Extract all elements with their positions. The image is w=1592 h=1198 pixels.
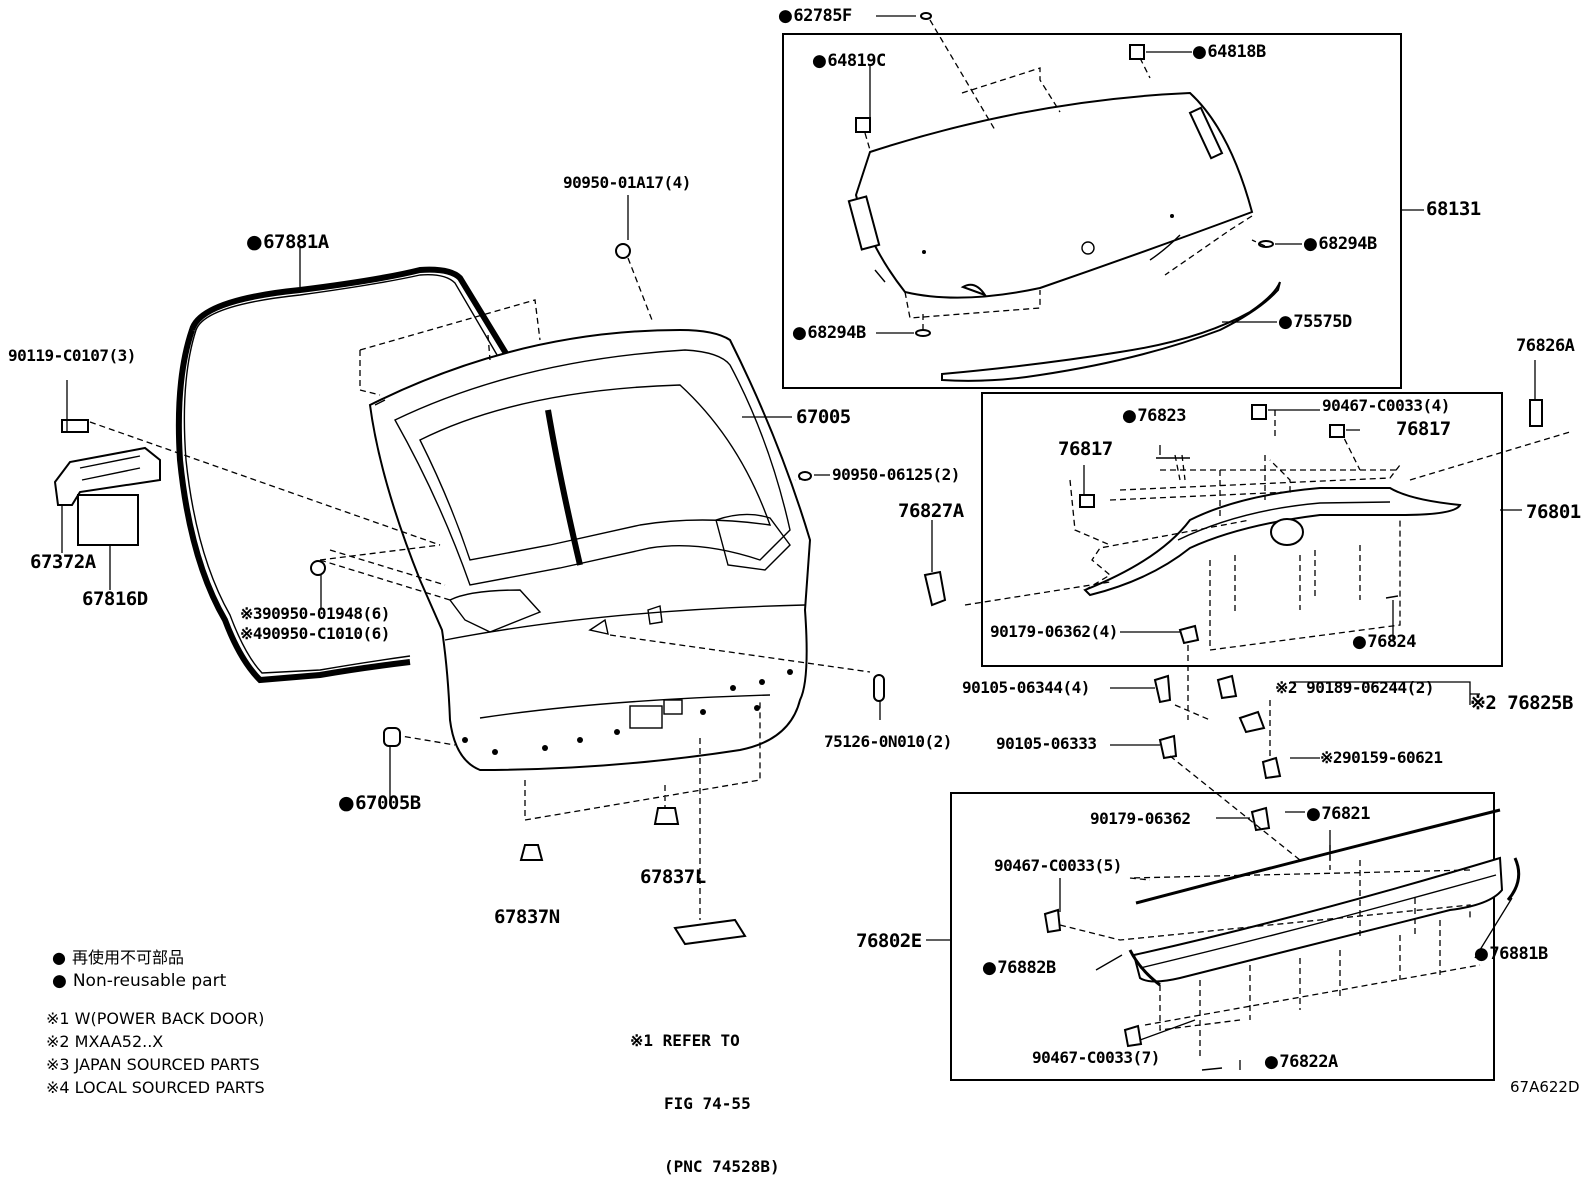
part-90467-C0033-4[interactable]: 90467-C0033(4) [1322,396,1450,415]
part-62785F[interactable]: 62785F [778,8,852,25]
diagram-code: 67A622D [1510,1078,1580,1096]
legend-note-1: ※1 W(POWER BACK DOOR) [46,1009,265,1028]
reference-line-3: (PNC 74528B) [664,1157,780,1176]
legend-note-4: ※4 LOCAL SOURCED PARTS [46,1078,265,1097]
part-90950-01A17[interactable]: 90950-01A17(4) [563,173,691,192]
diagram-drawing [53,12,1571,1081]
part-90119-C0107[interactable]: 90119-C0107(3) [8,346,136,365]
part-90467-C0033-5[interactable]: 90467-C0033(5) [994,856,1122,875]
spacer-68294B-left [915,329,931,337]
part-90950-06125[interactable]: 90950-06125(2) [832,465,960,484]
part-90950-01948[interactable]: ※390950-01948(6) [240,604,390,623]
part-90950-C1010[interactable]: ※490950-C1010(6) [240,624,390,643]
part-76823[interactable]: 76823 [1122,408,1186,425]
part-76802E[interactable]: 76802E [856,930,922,952]
back-door-panel [368,328,812,772]
part-90467-C0033-7[interactable]: 90467-C0033(7) [1032,1048,1160,1067]
part-76825B[interactable]: ※2 76825B [1470,692,1573,714]
reference-line-1: ※1 REFER TO [630,1031,740,1050]
legend-jp-non-reusable: 再使用不可部品 [52,950,184,966]
reference-tag [673,918,747,946]
part-67005[interactable]: 67005 [796,406,851,428]
part-76827A[interactable]: 76827A [898,500,964,522]
part-90189-06244[interactable]: ※2 90189-06244(2) [1275,678,1435,697]
back-door-glass [847,91,1254,299]
part-76821[interactable]: 76821 [1306,806,1370,823]
part-76817-left[interactable]: 76817 [1058,438,1113,460]
garnish-lower-group-box [950,792,1495,1081]
clip-64819C [855,117,871,133]
clip-64818B [1129,44,1145,60]
legend-note-3: ※3 JAPAN SOURCED PARTS [46,1055,260,1074]
part-76817-right[interactable]: 76817 [1396,418,1451,440]
part-68131[interactable]: 68131 [1426,198,1481,220]
part-67816D[interactable]: 67816D [82,588,148,610]
part-68294B-left[interactable]: 68294B [792,325,866,342]
part-75126-0N010[interactable]: 75126-0N010(2) [824,732,952,751]
part-64818B[interactable]: 64818B [1192,44,1266,61]
part-75575D[interactable]: 75575D [1278,314,1352,331]
part-76801[interactable]: 76801 [1526,501,1581,523]
reference-line-2: FIG 74-55 [664,1094,751,1113]
part-90105-06344-4[interactable]: 90105-06344(4) [962,678,1090,697]
part-90105-06333[interactable]: 90105-06333 [996,734,1097,753]
upper-garnish [1083,487,1462,597]
plug-62785F [920,12,932,20]
lower-garnish [1043,808,1521,1071]
lower-fasteners [1153,674,1282,832]
legend-note-2: ※2 MXAA52..X [46,1032,164,1051]
parts-diagram: 62785F 64819C 64818B 68131 68294B 68294B… [0,0,1592,1099]
weatherstrip [175,266,513,684]
glass-group-box [782,33,1402,389]
part-90179-06362[interactable]: 90179-06362 [1090,809,1191,828]
part-90159-60621[interactable]: ※290159-60621 [1320,748,1443,767]
part-67372A[interactable]: 67372A [30,551,96,573]
part-67005B[interactable]: 67005B [338,794,421,813]
part-76882B[interactable]: 76882B [982,960,1056,977]
part-76881B[interactable]: 76881B [1474,946,1548,963]
part-76824[interactable]: 76824 [1352,634,1416,651]
door-fasteners [61,243,885,861]
part-67837N[interactable]: 67837N [494,906,560,928]
part-64819C[interactable]: 64819C [812,53,886,70]
part-68294B-right[interactable]: 68294B [1303,236,1377,253]
part-76822A[interactable]: 76822A [1264,1054,1338,1071]
reference-note: ※1 REFER TO FIG 74-55 (PNC 74528B) [630,988,780,1198]
legend-non-reusable: Non-reusable part [52,973,226,990]
part-67837L[interactable]: 67837L [640,866,706,888]
back-door-stay [53,446,161,546]
part-90179-06362-4[interactable]: 90179-06362(4) [990,622,1118,641]
glass-stop-strip [941,281,1281,382]
garnish-upper-group-box [981,392,1503,667]
part-76826A[interactable]: 76826A [1516,336,1575,356]
upper-garnish-clips [923,399,1543,645]
part-67881A[interactable]: 67881A [246,233,329,252]
